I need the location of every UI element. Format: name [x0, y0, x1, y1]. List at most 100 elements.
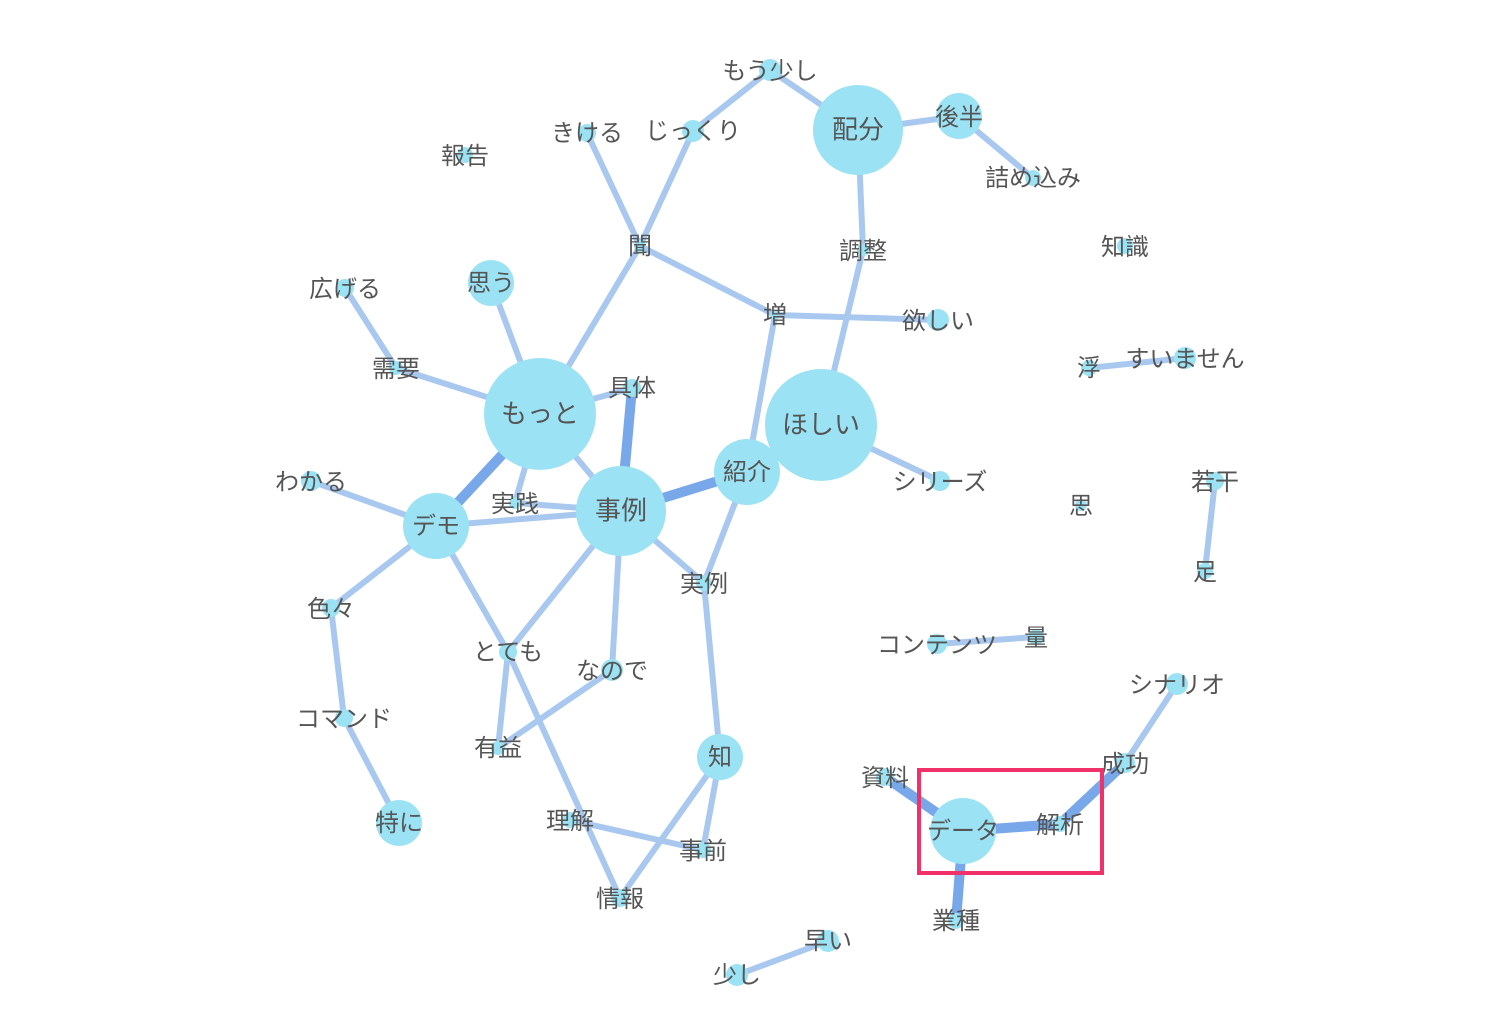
node-jikkuri[interactable] [682, 120, 704, 142]
node-chousei[interactable] [857, 244, 869, 256]
highlight-box [917, 768, 1104, 875]
node-label-command: コマンド [296, 705, 392, 733]
node-wakaru[interactable] [301, 471, 321, 491]
node-label-data: データ [927, 817, 999, 845]
node-label-haibun: 配分 [832, 116, 884, 146]
node-hayai[interactable] [817, 930, 839, 952]
edge-jitsurei-chi [701, 580, 723, 760]
node-label-nanode: なので [576, 657, 648, 685]
node-haibun[interactable] [813, 85, 903, 175]
node-sukoshi[interactable] [726, 964, 748, 986]
node-scenario[interactable] [1166, 673, 1188, 695]
node-label-ryou: 量 [1024, 624, 1048, 652]
edge-iroiro-command [328, 605, 347, 721]
node-label-scenario: シナリオ [1129, 671, 1225, 699]
node-data[interactable] [930, 798, 996, 864]
edge-contents-ryou [934, 634, 1039, 647]
node-label-tokuni: 特に [375, 809, 423, 837]
node-label-houkoku: 報告 [441, 142, 489, 170]
node-label-juyou: 需要 [372, 355, 420, 383]
node-label-yueki: 有益 [474, 734, 522, 762]
node-label-tsumekomi: 詰め込み [985, 164, 1081, 192]
node-label-hoshii2: 欲しい [902, 307, 974, 335]
node-kaiseki[interactable] [1052, 816, 1068, 832]
node-kikeru[interactable] [578, 124, 596, 142]
node-contents[interactable] [927, 634, 947, 654]
node-fu[interactable] [1081, 360, 1097, 376]
edge-fu-sumimasen [1086, 355, 1188, 371]
node-label-rikai: 理解 [546, 807, 594, 835]
node-label-hirogeru: 広げる [309, 275, 381, 303]
node-sumimasen[interactable] [1174, 347, 1196, 369]
node-chi[interactable] [697, 734, 743, 780]
node-label-gutai: 具体 [608, 374, 656, 402]
node-command[interactable] [335, 709, 353, 727]
node-hoshii2[interactable] [927, 309, 949, 331]
edge-mou_sukoshi-jikkuri [690, 67, 773, 134]
node-gyoushu[interactable] [948, 913, 964, 929]
node-seikou[interactable] [1115, 753, 1135, 773]
node-tsumekomi[interactable] [1025, 170, 1041, 186]
node-label-chishiki: 知識 [1101, 233, 1149, 261]
node-label-seikou: 成功 [1101, 750, 1149, 778]
node-label-contents: コンテンツ [877, 631, 997, 659]
node-shiryou[interactable] [876, 768, 894, 786]
node-omou[interactable] [468, 260, 514, 306]
node-label-kaiseki: 解析 [1036, 811, 1084, 839]
node-label-jitsurei: 実例 [680, 570, 728, 598]
node-label-jikkuri: じっくり [645, 117, 741, 145]
node-zou[interactable] [770, 310, 780, 320]
node-shoukai[interactable] [714, 439, 780, 505]
node-gutai[interactable] [623, 379, 641, 397]
node-tokuni[interactable] [376, 800, 422, 846]
node-label-mou_sukoshi: もう少し [722, 57, 817, 85]
node-iroiro[interactable] [322, 599, 340, 617]
node-chishiki[interactable] [1117, 238, 1133, 254]
edge-kikeru-kiku [584, 130, 643, 249]
node-label-sukoshi: 少し [713, 961, 761, 989]
edge-nanode-yueki [495, 667, 615, 751]
node-juyou[interactable] [389, 361, 403, 375]
node-label-soku: 足 [1193, 558, 1217, 586]
node-motto[interactable] [484, 358, 596, 470]
edge-zou-hoshii2 [772, 312, 941, 323]
node-series[interactable] [930, 471, 950, 491]
node-ryou[interactable] [1028, 629, 1044, 645]
node-houkoku[interactable] [457, 147, 473, 163]
edge-scenario-seikou [1122, 681, 1180, 766]
node-kiku[interactable] [634, 240, 646, 252]
node-label-gyoushu: 業種 [932, 907, 980, 935]
node-label-hayai: 早い [804, 927, 852, 955]
node-jouhou[interactable] [611, 889, 629, 907]
edge-totemo-yueki [495, 649, 511, 751]
node-shi[interactable] [1075, 499, 1087, 511]
node-jitsurei[interactable] [696, 575, 712, 591]
edge-kiku-zou [637, 243, 778, 318]
node-label-jissen: 実践 [491, 490, 539, 518]
node-totemo[interactable] [499, 643, 517, 661]
node-label-fu: 浮 [1077, 354, 1101, 382]
node-label-totemo: とても [473, 638, 543, 666]
node-jizen[interactable] [695, 842, 711, 858]
node-yueki[interactable] [491, 741, 505, 755]
edge-seikou-kaiseki [1055, 758, 1130, 829]
node-jirei[interactable] [576, 466, 666, 556]
node-demo[interactable] [403, 493, 469, 559]
node-jakkan[interactable] [1206, 472, 1224, 490]
node-label-iroiro: 色々 [307, 595, 355, 623]
node-kouhan[interactable] [936, 93, 982, 139]
node-label-hoshii: ほしい [782, 411, 860, 441]
node-rikai[interactable] [562, 812, 578, 828]
node-label-wakaru: わかる [275, 468, 347, 496]
node-soku[interactable] [1197, 563, 1213, 579]
node-mou_sukoshi[interactable] [759, 59, 781, 81]
node-hoshii[interactable] [765, 369, 877, 481]
node-label-sumimasen: すいません [1125, 345, 1244, 373]
node-label-jakkan: 若干 [1191, 468, 1239, 496]
node-nanode[interactable] [601, 659, 623, 681]
node-label-jizen: 事前 [679, 837, 727, 865]
node-jissen[interactable] [509, 497, 521, 509]
node-label-omou: 思う [467, 269, 515, 297]
node-hirogeru[interactable] [336, 279, 354, 297]
